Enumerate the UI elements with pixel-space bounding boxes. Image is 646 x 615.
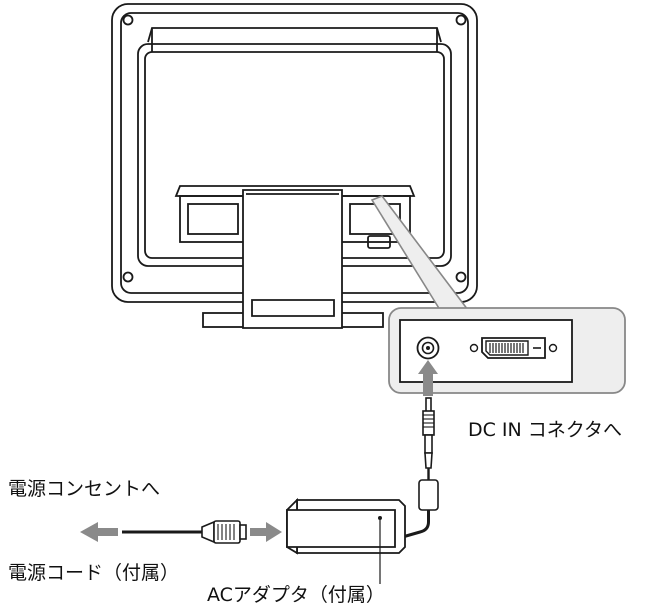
callout	[370, 195, 626, 396]
dc-plug	[422, 397, 435, 469]
dc-in-port-small	[367, 235, 391, 249]
dc-plug-arrow	[418, 360, 438, 396]
monitor-top-ridge	[147, 27, 442, 43]
power-arrow-right	[250, 522, 282, 542]
dc-cable-lower	[391, 510, 430, 542]
stand-neck	[242, 189, 343, 329]
monitor-screw-tl	[122, 14, 134, 26]
power-cord-label: 電源コード（付属）	[8, 562, 180, 584]
monitor-screw-bl	[122, 271, 134, 283]
ac-adapter-label: ACアダプタ（付属）	[207, 584, 385, 606]
power-cord-plug	[201, 520, 247, 544]
adapter-led	[378, 516, 382, 520]
power-arrow-left	[80, 522, 118, 542]
ferrite-core	[418, 479, 439, 511]
monitor-screw-br	[455, 271, 467, 283]
power-outlet-label: 電源コンセントへ	[8, 478, 161, 500]
monitor-stand	[202, 189, 384, 329]
monitor-screw-tr	[455, 14, 467, 26]
ac-adapter	[286, 497, 406, 555]
dc-in-connector-label: DC IN コネクタへ	[468, 419, 623, 441]
